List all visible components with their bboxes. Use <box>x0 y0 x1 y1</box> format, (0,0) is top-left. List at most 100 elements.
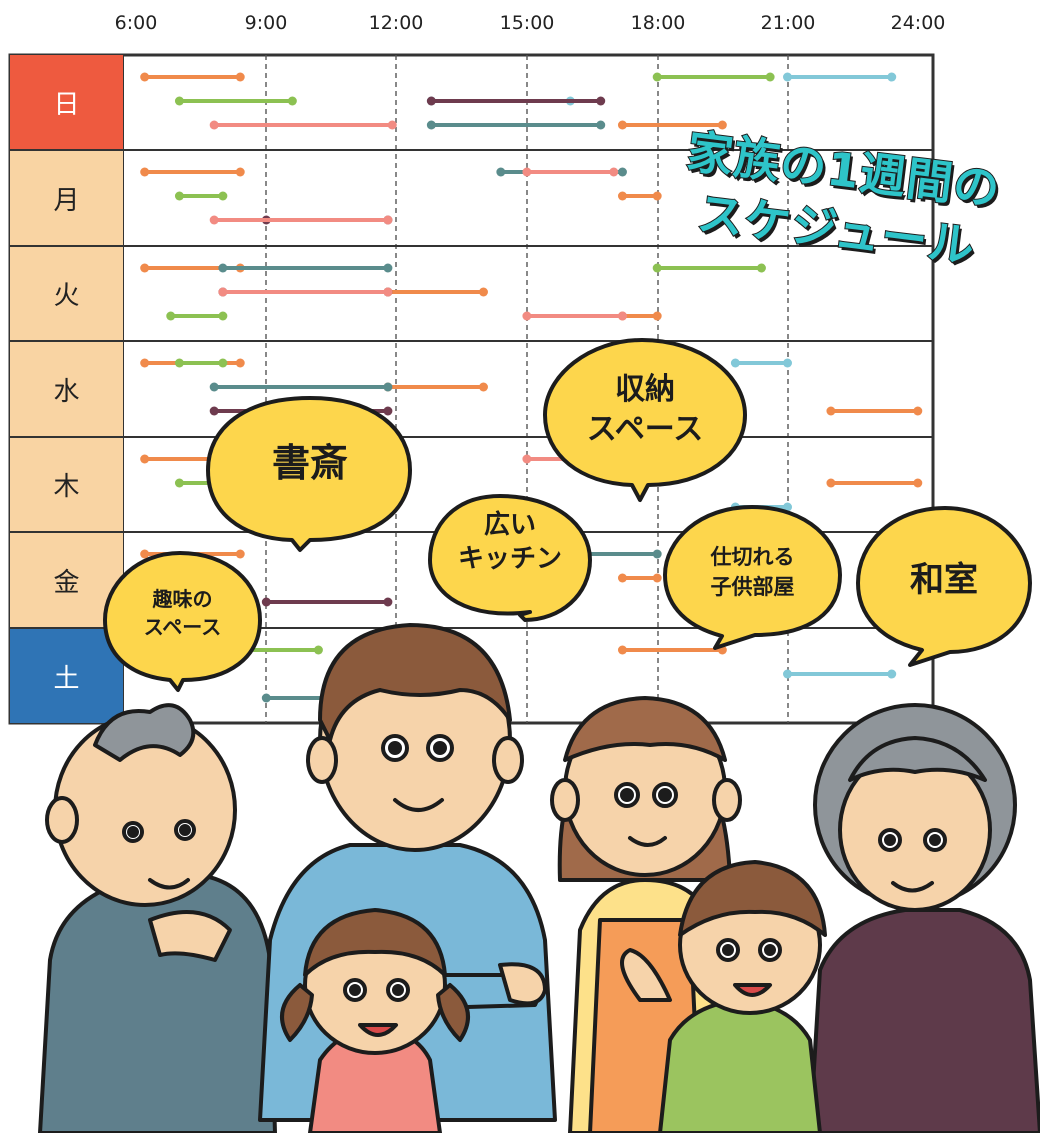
schedule-bar-end <box>717 120 727 130</box>
bubble-text-shumi: 趣味の スペース <box>105 585 260 641</box>
bubble-line: 収納 <box>615 372 675 407</box>
schedule-bar-end <box>287 96 297 106</box>
bubble-line: スペース <box>586 412 704 447</box>
schedule-bar-start <box>426 120 436 130</box>
schedule-bar-start <box>261 597 271 607</box>
schedule-bar-start <box>140 72 150 82</box>
son-figure <box>620 860 827 1133</box>
schedule-bar-end <box>756 263 766 273</box>
schedule-bar-end <box>913 478 923 488</box>
schedule-bar-start <box>522 167 532 177</box>
schedule-bar-end <box>596 96 606 106</box>
day-sunday: 日 <box>10 55 123 151</box>
bubble-text-shosai: 書斎 <box>240 440 380 486</box>
schedule-bar-end <box>218 358 228 368</box>
schedule-bar-start <box>522 454 532 464</box>
schedule-bar-start <box>826 478 836 488</box>
schedule-bar-start <box>209 215 219 225</box>
bubble-text-washitsu: 和室 <box>858 558 1030 602</box>
schedule-bar-end <box>313 645 323 655</box>
time-label: 21:00 <box>760 12 816 34</box>
schedule-bar-end <box>596 120 606 130</box>
schedule-bar-end <box>235 549 245 559</box>
bubble-line: 書斎 <box>271 441 348 485</box>
mother-figure <box>550 696 742 1133</box>
schedule-bar-end <box>652 191 662 201</box>
schedule-bar-start <box>652 263 662 273</box>
bubble-shosai <box>206 396 412 552</box>
time-label: 9:00 <box>244 12 288 34</box>
schedule-bar-start <box>140 549 150 559</box>
schedule-bar-start <box>730 358 740 368</box>
schedule-bar-start <box>783 669 792 679</box>
schedule-bar-start <box>140 263 150 273</box>
schedule-bar-end <box>383 215 393 225</box>
schedule-bar-start <box>174 96 184 106</box>
schedule-bar-start <box>426 96 436 106</box>
schedule-bar-end <box>387 120 397 130</box>
schedule-bar-start <box>783 72 792 82</box>
schedule-bar-end <box>652 311 662 321</box>
bubble-line: 趣味の <box>152 587 213 611</box>
bubble-text-kitchen: 広い キッチン <box>430 508 590 576</box>
schedule-bar-start <box>209 406 219 416</box>
daughter-figure <box>280 908 470 1133</box>
day-tuesday: 火 <box>10 247 123 342</box>
schedule-bar-start <box>826 406 836 416</box>
schedule-bar-end <box>783 358 792 368</box>
schedule-bar-start <box>174 478 184 488</box>
schedule-bar-end <box>887 72 897 82</box>
bubble-line: スペース <box>143 615 222 639</box>
time-label: 15:00 <box>499 12 555 34</box>
bubble-line: 和室 <box>910 560 978 600</box>
day-thursday: 木 <box>10 438 123 533</box>
schedule-bar-end <box>913 406 923 416</box>
schedule-bar-end <box>218 311 228 321</box>
schedule-bar-end <box>609 167 619 177</box>
grandpa-figure <box>38 703 277 1133</box>
schedule-bar-end <box>383 597 393 607</box>
schedule-bar-start <box>218 287 228 297</box>
schedule-bar-end <box>235 72 245 82</box>
bubble-line: キッチン <box>457 544 562 574</box>
schedule-bar-start <box>140 358 150 368</box>
schedule-bar-end <box>383 263 393 273</box>
time-label: 12:00 <box>368 12 424 34</box>
schedule-bar-end <box>887 669 897 679</box>
schedule-bar-end <box>235 167 245 177</box>
schedule-bar-start <box>209 120 219 130</box>
day-monday: 月 <box>10 151 123 247</box>
bubble-kodomo <box>663 505 842 650</box>
schedule-bar-start <box>166 311 176 321</box>
schedule-bar-start <box>617 191 627 201</box>
bubble-line: 仕切れる <box>710 545 795 569</box>
schedule-bar-start <box>140 167 150 177</box>
schedule-bar-start <box>174 191 184 201</box>
bubble-kitchen <box>428 494 592 622</box>
schedule-bar-end <box>478 287 488 297</box>
schedule-bar-end <box>783 502 792 512</box>
schedule-bar-start <box>522 311 532 321</box>
schedule-bar-start <box>617 120 627 130</box>
schedule-bar-end <box>235 358 245 368</box>
schedule-bar-end <box>652 549 662 559</box>
schedule-bar-end <box>765 72 775 82</box>
bubble-shuno <box>543 338 747 502</box>
schedule-bar-start <box>261 693 271 703</box>
schedule-bar-start <box>218 263 228 273</box>
bubble-text-shuno: 収納 スペース <box>545 370 745 450</box>
bubble-shumi <box>103 551 262 692</box>
grandma-figure <box>808 703 1040 1133</box>
bubble-line: 子供部屋 <box>710 575 795 599</box>
time-label: 6:00 <box>114 12 158 34</box>
schedule-bar-end <box>383 287 393 297</box>
time-label: 24:00 <box>890 12 946 34</box>
schedule-bar-start <box>209 382 219 392</box>
day-saturday: 土 <box>10 629 123 723</box>
bubble-washitsu <box>856 506 1032 667</box>
bubble-text-kodomo: 仕切れる 子供部屋 <box>665 542 840 602</box>
day-wednesday: 水 <box>10 342 123 438</box>
